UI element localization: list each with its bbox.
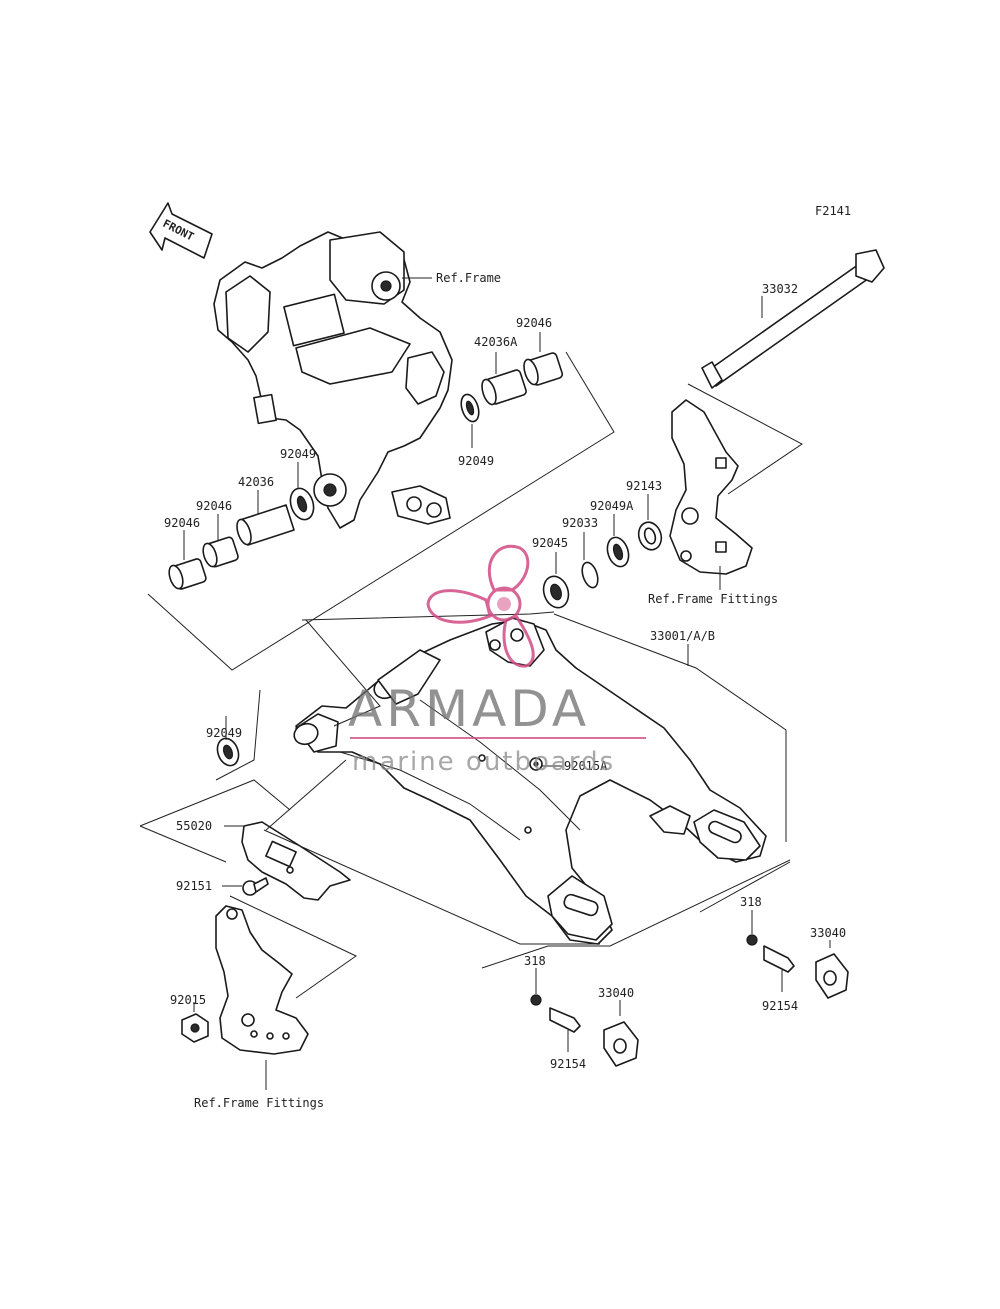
part-92049-top-label: 92049 (458, 454, 494, 468)
part-92049-mid-label: 92049 (280, 447, 316, 461)
nut-92015 (181, 1013, 209, 1043)
part-92046-top-label: 92046 (516, 316, 552, 330)
part-92045-label: 92045 (532, 536, 568, 550)
pivot-shaft-33032 (701, 249, 885, 389)
assembly-guide-lines (139, 351, 803, 999)
part-318-right-label: 318 (740, 895, 762, 909)
frame-assembly (213, 231, 453, 529)
part-55020-label: 55020 (176, 819, 212, 833)
upper-bushing-group (460, 352, 564, 423)
part-33032-label: 33032 (762, 282, 798, 296)
left-adjuster-set (530, 994, 639, 1067)
part-92049-low-label: 92049 (206, 726, 242, 740)
right-frame-fitting (669, 399, 753, 575)
swingarm-33001 (293, 617, 767, 945)
part-92151-label: 92151 (176, 879, 212, 893)
chain-guide-55020 (241, 821, 351, 901)
right-bearing-group (542, 521, 663, 609)
nut-92015a (529, 757, 543, 771)
part-33040-right-label: 33040 (810, 926, 846, 940)
ref-frame-fittings-left-label: Ref.Frame Fittings (194, 1096, 324, 1110)
watermark-logo (426, 544, 535, 668)
front-arrow-icon: FRONT (149, 202, 213, 259)
part-92046-b-label: 92046 (164, 516, 200, 530)
ref-frame-label: Ref.Frame (436, 271, 501, 285)
part-33040-left-label: 33040 (598, 986, 634, 1000)
part-92049a-label: 92049A (590, 499, 634, 513)
part-42036-label: 42036 (238, 475, 274, 489)
ref-frame-fittings-right-label: Ref.Frame Fittings (648, 592, 778, 606)
bolt-92151 (242, 877, 269, 896)
part-42036a-label: 42036A (474, 335, 518, 349)
right-adjuster-set (746, 934, 849, 999)
part-92046-a-label: 92046 (196, 499, 232, 513)
part-92143-label: 92143 (626, 479, 662, 493)
part-92154-right-label: 92154 (762, 999, 798, 1013)
washer-92049-lower (216, 737, 240, 767)
figure-code: F2141 (815, 204, 851, 218)
part-318-left-label: 318 (524, 954, 546, 968)
part-33001-label: 33001/A/B (650, 629, 715, 643)
part-92033-label: 92033 (562, 516, 598, 530)
part-92154-left-label: 92154 (550, 1057, 586, 1071)
part-92015a-label: 92015A (564, 759, 608, 773)
left-bushing-group (168, 487, 315, 590)
left-frame-fitting (215, 905, 309, 1055)
watermark-tagline: marine outboards (352, 747, 615, 777)
watermark-brand: ARMADA (348, 680, 590, 738)
part-92015-label: 92015 (170, 993, 206, 1007)
